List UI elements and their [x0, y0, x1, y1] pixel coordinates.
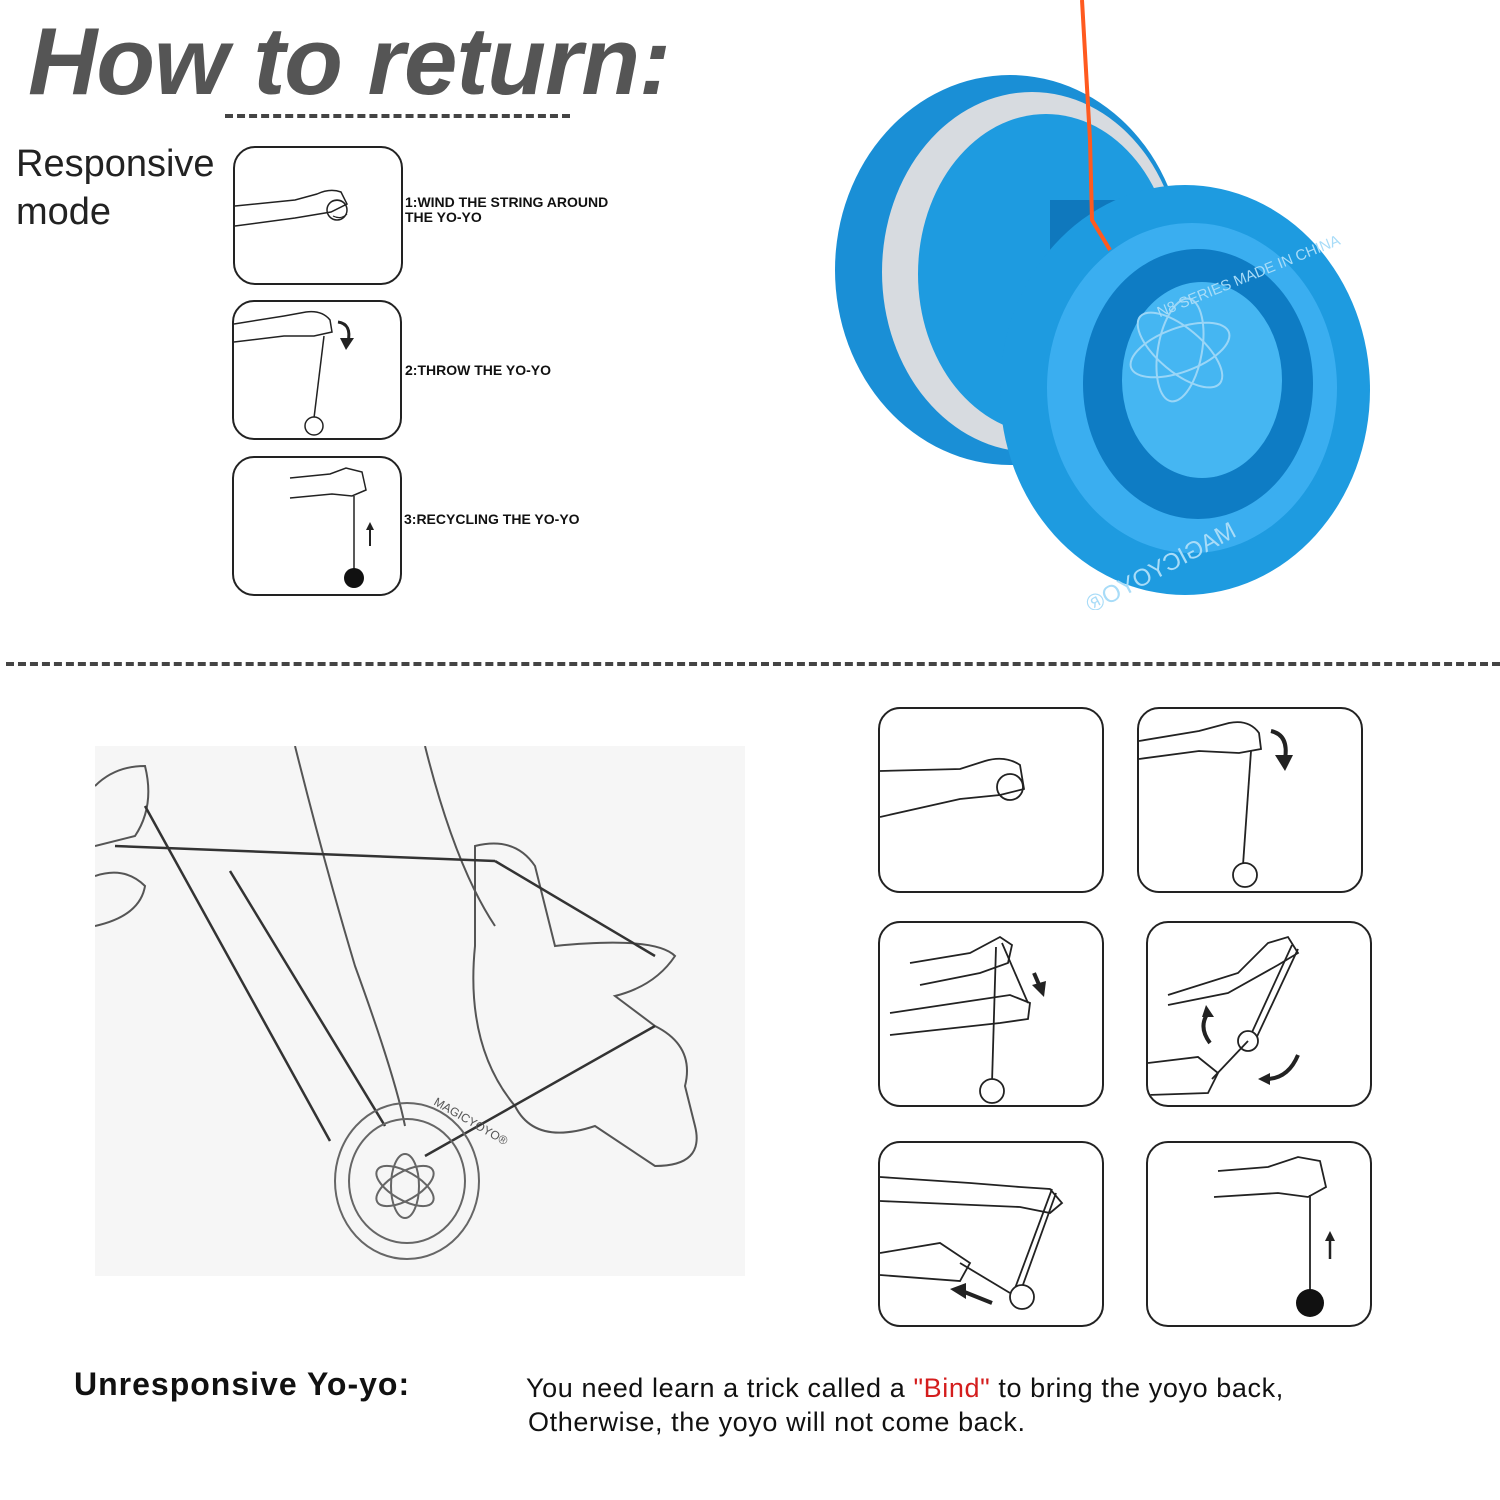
loop-string-icon: [1148, 935, 1300, 1096]
step-3-label: 3:RECYCLING THE YO-YO: [404, 511, 580, 527]
bind-step-1-illustration: [878, 707, 1104, 893]
step-1-label: 1:WIND THE STRING AROUND THE YO-YO: [405, 194, 609, 225]
swing-string-icon: [889, 935, 1046, 1104]
responsive-mode-label: Responsive mode: [16, 143, 215, 233]
line-1-end: to bring the yoyo back,: [990, 1373, 1284, 1403]
line-1-start: You need learn a trick called a: [526, 1373, 914, 1403]
wind-string-icon: [235, 189, 349, 227]
wind-string-icon: [880, 757, 1026, 818]
description-line-1: You need learn a trick called a "Bind" t…: [526, 1371, 1284, 1405]
sketch-brand-text: MAGICYOYO®: [432, 1095, 511, 1149]
unresponsive-description: You need learn a trick called a "Bind" t…: [526, 1371, 1284, 1439]
recycling-yoyo-icon: [1213, 1156, 1335, 1317]
yoyo-product-image: N8 SERIES MADE IN CHINA MAGICYOYO®: [820, 0, 1380, 619]
bind-trick-sketch: MAGICYOYO®: [94, 745, 745, 1276]
bind-step-4-illustration: [1146, 921, 1372, 1107]
catch-string-icon: [880, 1176, 1064, 1310]
bind-keyword: "Bind": [913, 1373, 991, 1403]
recycling-yoyo-icon: [289, 467, 374, 588]
title-underline: [225, 114, 570, 118]
step-2-label: 2:THROW THE YO-YO: [405, 362, 551, 378]
step-2-illustration: [232, 300, 402, 440]
page-title: How to return:: [28, 8, 671, 115]
throw-yoyo-icon: [234, 310, 354, 436]
bind-step-5-illustration: [878, 1141, 1104, 1327]
throw-yoyo-icon: [1139, 721, 1293, 888]
step-3-illustration: [232, 456, 402, 596]
description-line-2: Otherwise, the yoyo will not come back.: [528, 1407, 1026, 1437]
section-divider: [6, 662, 1500, 666]
step-1-illustration: [233, 146, 403, 285]
unresponsive-heading: Unresponsive Yo-yo:: [74, 1366, 411, 1402]
bind-step-2-illustration: [1137, 707, 1363, 893]
bind-step-6-illustration: [1146, 1141, 1372, 1327]
bind-step-3-illustration: [878, 921, 1104, 1107]
